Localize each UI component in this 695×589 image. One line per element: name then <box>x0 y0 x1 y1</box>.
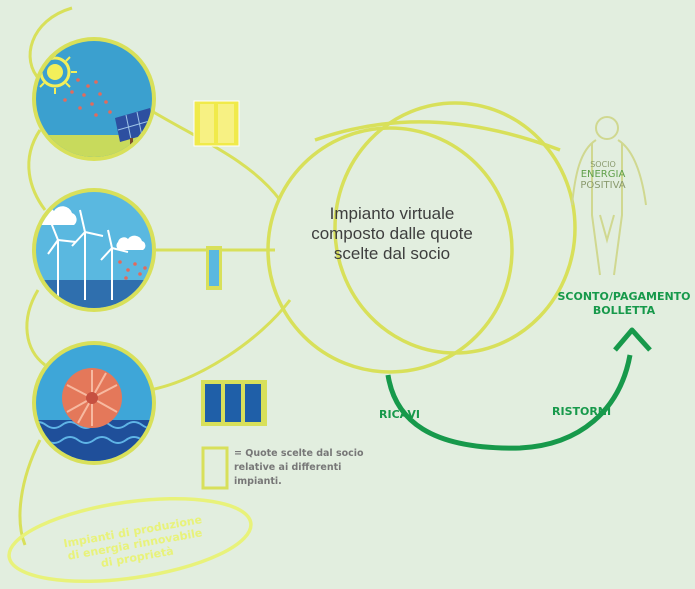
virtual-plant-rings <box>266 101 577 374</box>
virtual-plant-text: Impianto virtuale composto dalle quote s… <box>311 204 473 263</box>
solar-plant-circle <box>32 37 156 161</box>
quota-box-wind <box>206 246 222 290</box>
water-turbine-icon <box>62 368 122 428</box>
quota-boxes-solar <box>193 100 240 147</box>
ristorni-label: RISTORNI <box>552 405 612 418</box>
ownership-ellipse <box>7 496 253 584</box>
cycle-arrow <box>385 327 652 451</box>
sconto-pagamento-label: SCONTO/PAGAMENTO BOLLETTA <box>557 290 691 317</box>
legend-swatch <box>201 446 229 490</box>
person-silhouette-icon <box>571 116 647 276</box>
quota-boxes-water <box>201 380 267 426</box>
socio-energia-positiva-logo: SOCIO ENERGIA POSITIVA <box>580 160 626 191</box>
ricavi-label: RICAVI <box>379 408 421 421</box>
legend-text: = Quote scelte dal socio relative ai dif… <box>234 448 364 487</box>
wind-plant-circle <box>32 188 156 312</box>
water-plant-circle <box>32 341 156 465</box>
wind-turbine-icon <box>47 209 129 300</box>
